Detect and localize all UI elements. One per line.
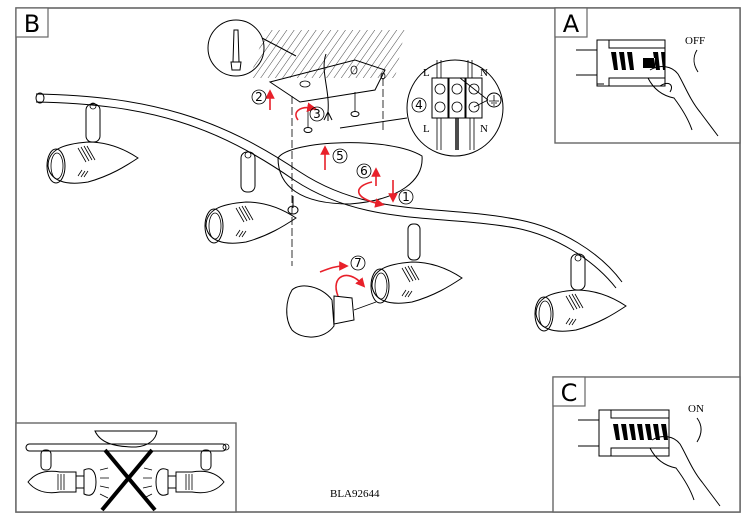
rotate-arrow-icon (693, 49, 699, 73)
svg-text:7: 7 (354, 256, 362, 270)
spotlight-2 (204, 151, 297, 244)
mounting-bracket (268, 59, 386, 103)
step-6: 6 (356, 163, 372, 179)
spotlight-3 (286, 223, 463, 338)
svg-text:5: 5 (336, 149, 344, 163)
step-1: 1 (398, 189, 414, 205)
step-callouts: 1 2 3 4 5 6 7 (251, 89, 427, 271)
step-2: 2 (251, 89, 267, 105)
step-3: 3 (309, 106, 325, 122)
spot-rail-top-edge (35, 93, 623, 283)
svg-text:4: 4 (415, 98, 423, 112)
alignment-guide (291, 78, 384, 266)
wall-plug-icon (230, 29, 242, 71)
wire-label-bottom-right: N (480, 123, 488, 135)
screw-icon (303, 92, 360, 133)
ceiling-mount (250, 30, 405, 103)
svg-text:3: 3 (313, 107, 321, 121)
wire-label-top-right: N (480, 67, 488, 79)
cross-icon (100, 448, 157, 512)
canopy (94, 430, 158, 448)
step-4: 4 (411, 97, 427, 113)
step-7: 7 (350, 255, 366, 271)
hand-icon (647, 66, 719, 137)
panel-a-power-off: A OFF (554, 7, 741, 144)
svg-text:2: 2 (255, 90, 263, 104)
ground-icon (486, 92, 502, 108)
terminal-block-detail: L N L N (339, 59, 504, 157)
screw-icon (287, 196, 299, 215)
panel-b-label: B (24, 10, 40, 38)
step-arrows (265, 89, 398, 297)
breaker-box-icon (578, 409, 670, 457)
wire-label-top-left: L (423, 67, 430, 79)
warning-inset (15, 422, 237, 513)
spot-rail-bottom-edge (35, 101, 617, 289)
supply-wires (323, 53, 333, 121)
bulb-icon (286, 285, 377, 338)
wall-plug-detail (207, 19, 297, 77)
on-label: ON (688, 403, 704, 415)
hand-icon (649, 436, 721, 507)
svg-text:6: 6 (360, 164, 368, 178)
rotate-arrow-icon (696, 417, 702, 443)
off-label: OFF (685, 35, 705, 47)
panel-c-label: C (561, 379, 578, 407)
outer-frame (15, 7, 741, 513)
panel-a-label: A (563, 10, 580, 38)
spotlight-4 (534, 253, 627, 332)
canopy (277, 142, 423, 205)
panel-c-power-on: C ON (552, 376, 741, 513)
model-code: BLA92644 (330, 488, 380, 500)
breaker-box-icon (576, 39, 666, 87)
wire-label-bottom-left: L (423, 123, 430, 135)
spotlight-1 (46, 102, 139, 184)
panel-b-label-box: B (15, 7, 49, 38)
step-5: 5 (332, 148, 348, 164)
svg-text:1: 1 (402, 190, 410, 204)
spot-rail (25, 443, 227, 452)
